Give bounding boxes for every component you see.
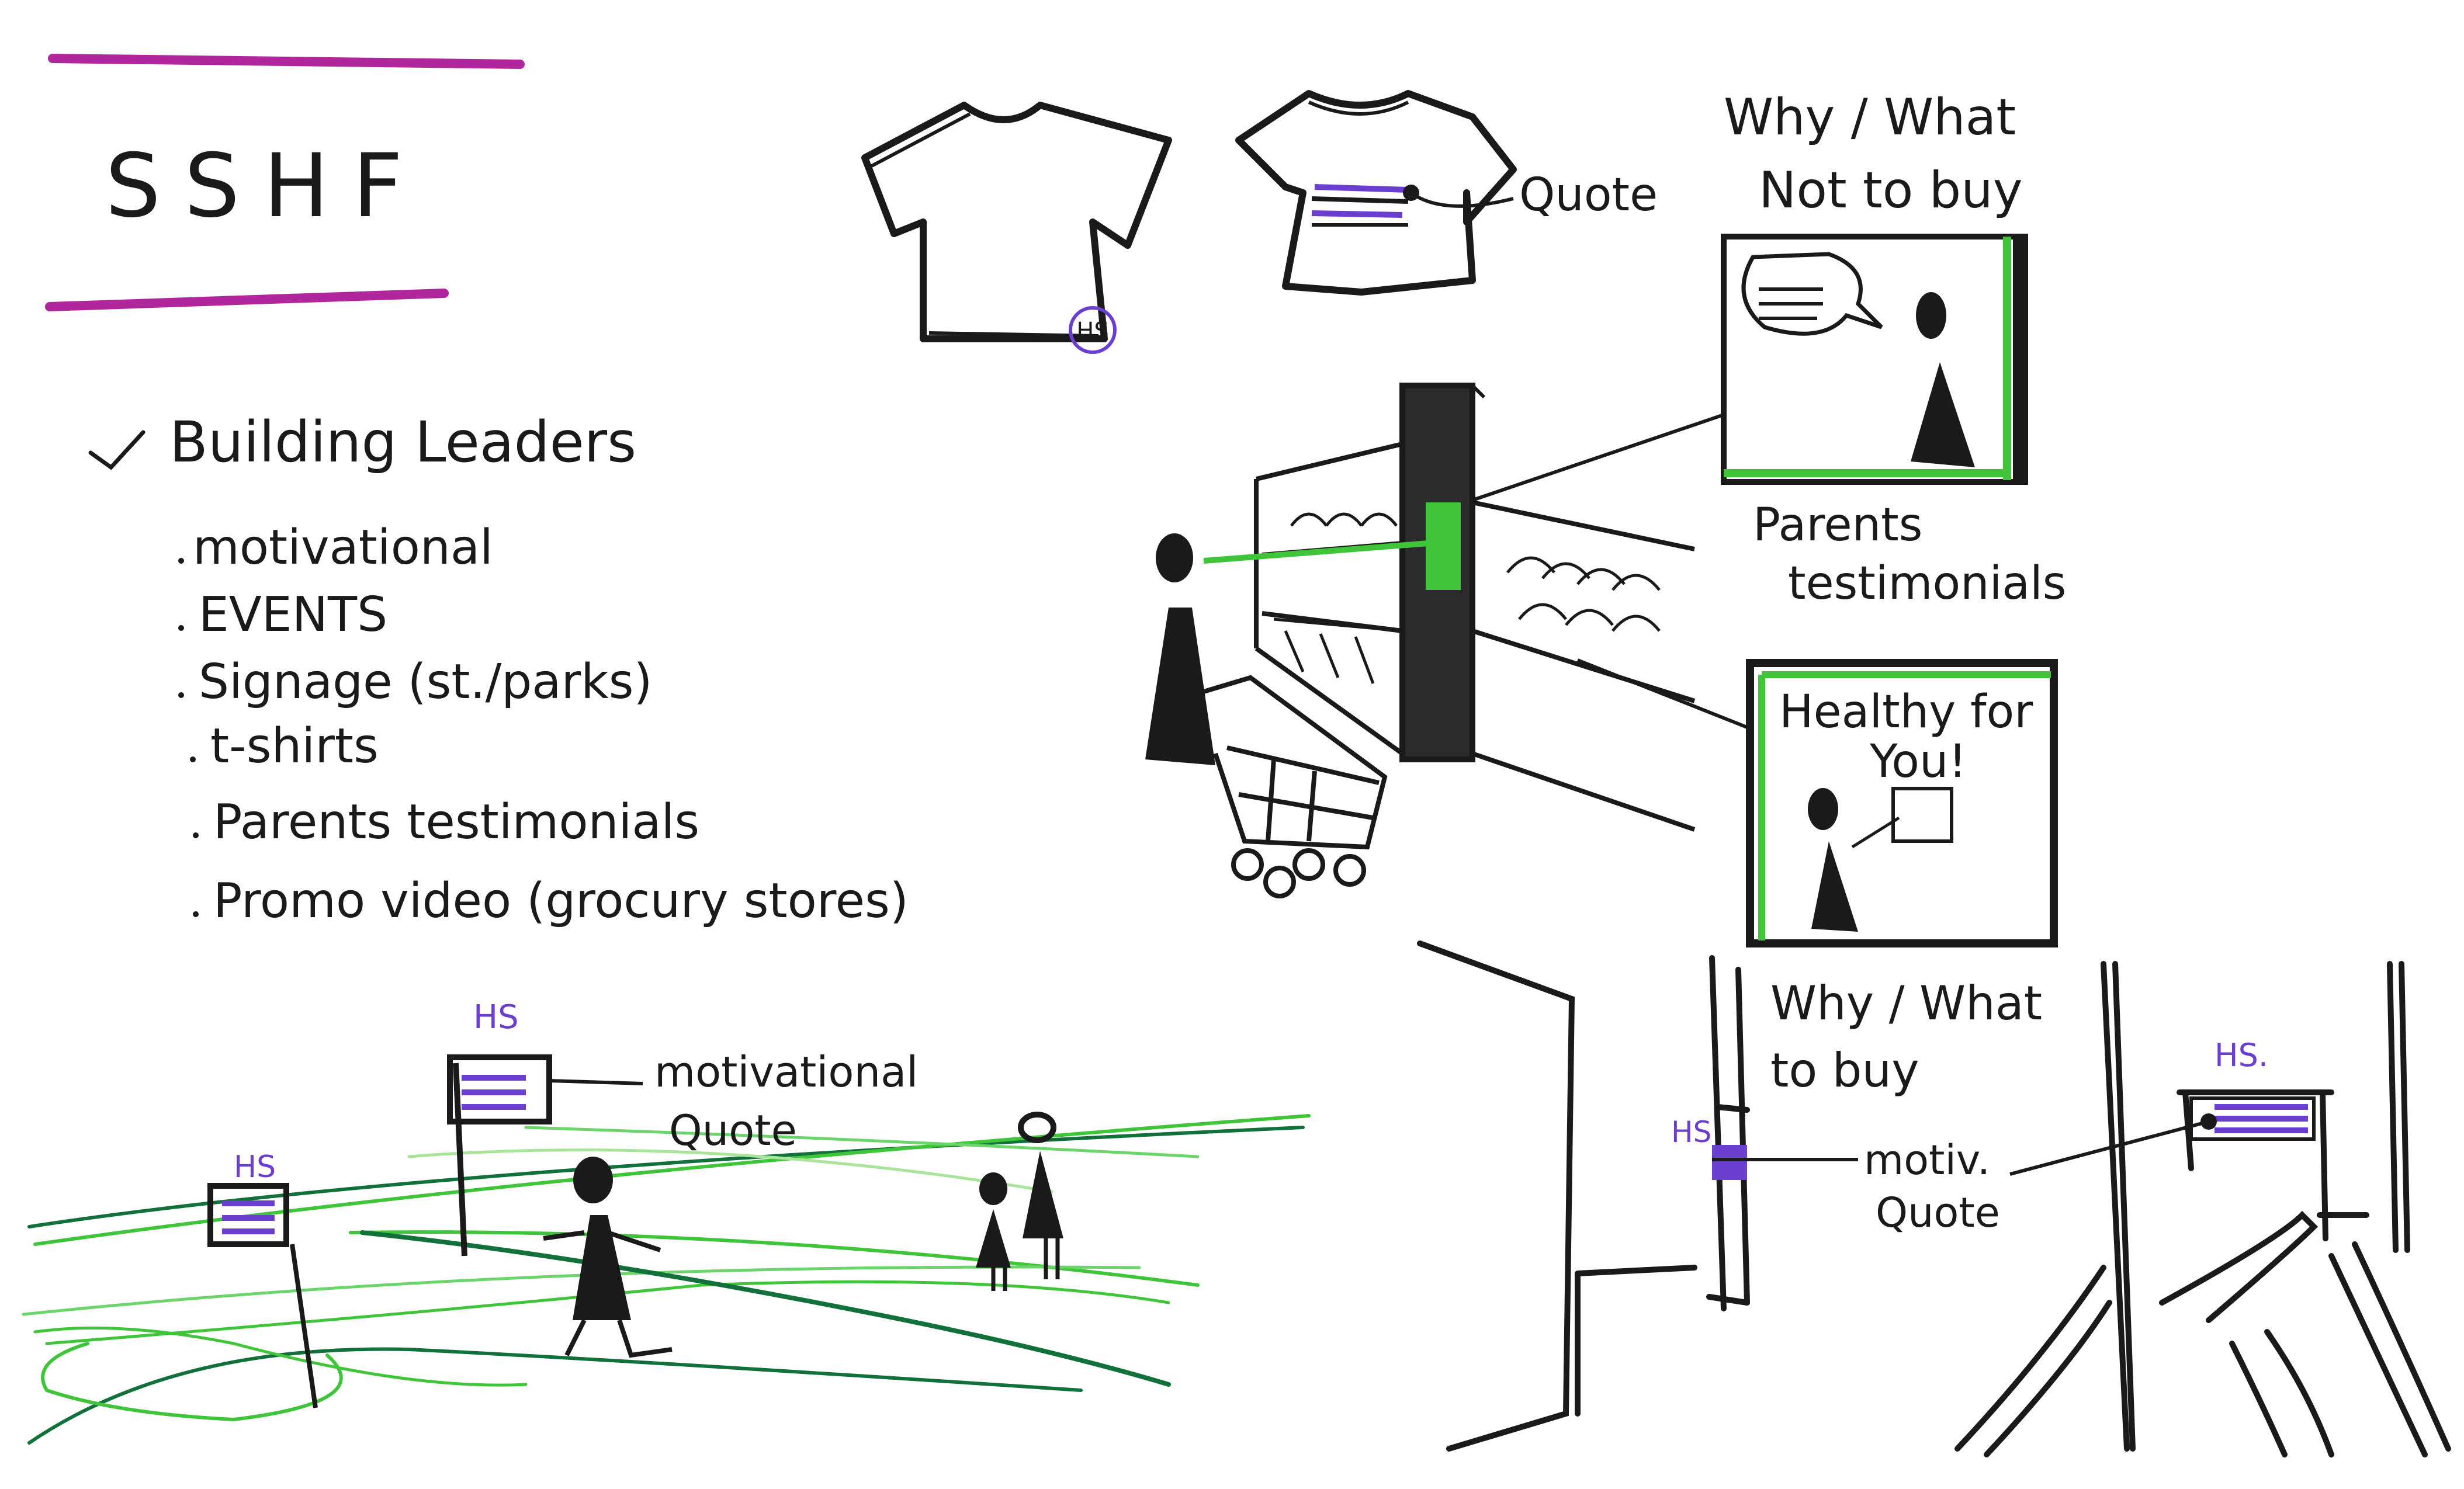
tshirt-hs-sketch (861, 102, 1172, 342)
shopper-head-icon (1156, 533, 1193, 582)
why-to-buy-heading-1: Why / What (1770, 976, 2042, 1030)
hs-logo-circle (1069, 306, 1117, 354)
quote-label: Quote (1519, 169, 1658, 221)
testimonial-screen (1721, 234, 2028, 485)
list-item: EVENTS (199, 587, 387, 643)
pole-sign-purple (1712, 1145, 1747, 1180)
speech-bubble-icon (1741, 252, 1883, 336)
tshirt-quote-stripe (1311, 196, 1409, 204)
motiv-quote-1: motiv. (1864, 1136, 1990, 1184)
screen-callout-line (1576, 658, 1748, 729)
figure-legs (991, 1238, 1060, 1291)
shopper-body-icon (1145, 608, 1215, 765)
why-not-heading-2: Not to buy (1759, 161, 2023, 220)
gaze-line (1203, 540, 1429, 564)
healthy-screen (1746, 659, 2058, 947)
park-ground-sketch (22, 1114, 1311, 1445)
why-to-buy-heading-2: to buy (1770, 1043, 1919, 1098)
callout-line (549, 1079, 643, 1085)
park-sign-hs-label: HS (234, 1150, 276, 1185)
list-item: Parents testimonials (213, 794, 699, 850)
parent-body-icon (1911, 362, 1975, 467)
walker-head-icon (573, 1157, 613, 1203)
check-mark-icon (88, 430, 145, 470)
callout-line (2009, 1120, 2209, 1176)
page-title: SSHF (105, 136, 427, 237)
bullet-icon (190, 756, 196, 762)
sign-post (453, 1063, 467, 1257)
walker-limbs (543, 1230, 673, 1358)
callout-dot-icon (2200, 1113, 2217, 1130)
screen-callout-line (1431, 413, 1724, 516)
tshirt-quote-sketch (1235, 90, 1517, 296)
list-item: motivational (193, 520, 493, 575)
title-top-rule (48, 54, 525, 69)
checklist-header: Building Leaders (169, 409, 636, 475)
parent-head-icon (1916, 292, 1946, 339)
title-bottom-rule (45, 289, 449, 311)
bullet-icon (178, 558, 184, 564)
presenter-head-icon (1808, 788, 1838, 830)
bullet-icon (193, 832, 199, 838)
why-not-heading-1: Why / What (1724, 88, 2016, 147)
list-item: t-shirts (210, 719, 379, 774)
shopping-cart-icon (1191, 675, 1388, 898)
overhead-sign (2189, 1096, 2316, 1141)
pole-sign-hs-label: HS (1671, 1115, 1711, 1149)
adult-head-icon (1018, 1112, 1056, 1143)
adult-body-icon (1023, 1151, 1063, 1238)
walker-body-icon (573, 1215, 631, 1320)
bullet-icon (193, 911, 199, 917)
callout-line (1410, 191, 1514, 208)
park-sign-large (447, 1054, 552, 1124)
motivational-quote-2: Quote (669, 1106, 797, 1155)
list-item: Signage (st./parks) (199, 654, 652, 710)
bullet-icon (178, 625, 184, 631)
tshirt-quote-stripe (1314, 184, 1409, 193)
tshirt-hs-label: HS (1076, 318, 1108, 345)
park-sign-hs-label: HS (473, 998, 519, 1036)
motiv-quote-2: Quote (1876, 1189, 2000, 1237)
parents-heading-2: testimonials (1788, 557, 2066, 610)
checklist-items: motivational EVENTS Signage (st./parks) … (178, 520, 909, 929)
child-body-icon (976, 1209, 1011, 1268)
tshirt-quote-stripe (1311, 210, 1403, 218)
child-head-icon (979, 1172, 1007, 1205)
parents-heading-1: Parents (1753, 499, 1922, 551)
overhead-sign-hs-label: HS. (2215, 1037, 2268, 1074)
list-item: Promo video (grocury stores) (213, 873, 909, 929)
park-sign-small (207, 1183, 289, 1247)
healthy-heading-1: Healthy for (1779, 686, 2033, 738)
street-scene-sketch (1417, 940, 2451, 1457)
presenter-body-icon (1811, 841, 1858, 932)
motivational-quote-1: motivational (654, 1047, 918, 1096)
aisle-screen-green (1426, 502, 1461, 590)
sign-post (290, 1244, 318, 1408)
product-box-icon (1891, 787, 1953, 843)
grocery-aisle-sketch (1254, 383, 1696, 832)
healthy-heading-2: You! (1869, 735, 1967, 788)
bullet-icon (178, 692, 184, 698)
